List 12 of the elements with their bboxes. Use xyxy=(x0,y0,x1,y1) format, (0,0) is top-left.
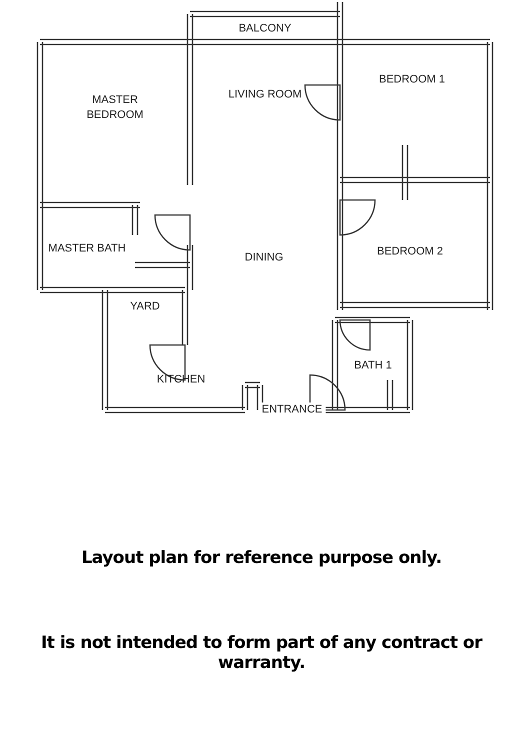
room-label: DINING xyxy=(244,250,284,266)
room-label: LIVING ROOM xyxy=(228,88,302,102)
room-label: BEDROOM 1 xyxy=(379,72,445,88)
room-label: BALCONY xyxy=(238,22,292,36)
room-label: BATH 1 xyxy=(354,358,392,374)
disclaimer-note: Layout plan for reference purpose only. xyxy=(80,548,443,568)
disclaimer-note: It is not intended to form part of any contract or warranty. xyxy=(40,633,484,673)
room-label: MASTER BEDROOM xyxy=(86,93,144,123)
room-label: YARD xyxy=(130,300,160,314)
room-label: BEDROOM 2 xyxy=(377,244,443,260)
room-label: MASTER BATH xyxy=(48,242,126,256)
room-label: KITCHEN xyxy=(156,372,206,388)
